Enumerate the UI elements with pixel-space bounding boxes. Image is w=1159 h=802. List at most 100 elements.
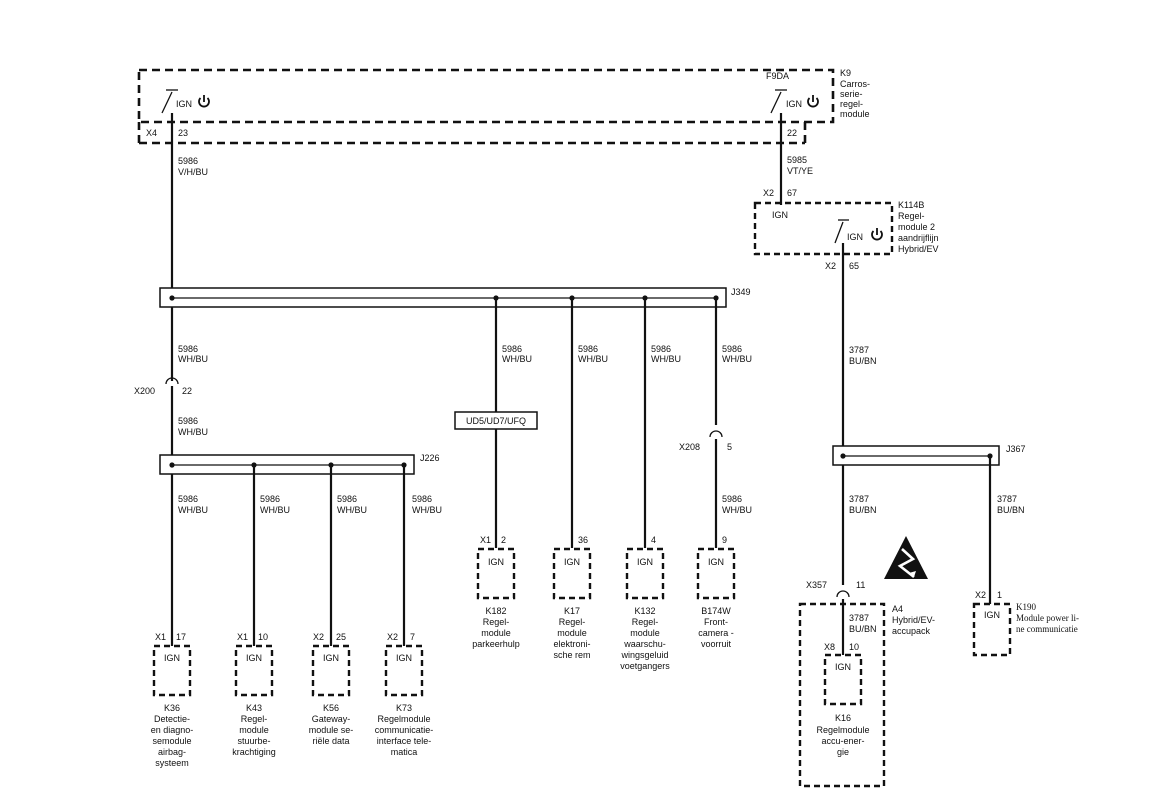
pin-label: 17 [176, 632, 186, 642]
module-name-line: voetgangers [620, 661, 670, 671]
module-k73: X2 7 IGN K73 Regelmodule communicatie- i… [375, 632, 434, 757]
wire-color: BU/BN [849, 624, 877, 634]
wire-number: 5986 [178, 344, 198, 354]
module-k9: K9 Carros- serie- regel- module IGN X4 2… [137, 68, 870, 145]
module-name-line: wingsgeluid [620, 650, 668, 660]
connector-label: X2 [975, 590, 986, 600]
module-id: K36 [164, 703, 180, 713]
option-code-box: UD5/UD7/UFQ [454, 411, 538, 430]
wire-number: 3787 [849, 345, 869, 355]
k114b-name-line: Hybrid/EV [898, 244, 939, 254]
connector-label: X8 [824, 642, 835, 652]
inline-connector-x357: X357 11 [806, 580, 865, 598]
module-name-line: gie [837, 747, 849, 757]
wire-color: WH/BU [578, 354, 608, 364]
wire-number: 5986 [722, 494, 742, 504]
k114b-name-line: Regel- [898, 211, 925, 221]
k9-right-ign-switch: F9DA IGN 22 [766, 71, 819, 143]
k114b-name-line: aandrijflijn [898, 233, 939, 243]
wire-number: 5986 [178, 494, 198, 504]
wire-color: V/H/BU [178, 167, 208, 177]
splice-j226: J226 [159, 453, 440, 475]
module-id: K16 [835, 713, 851, 723]
wire-number: 3787 [849, 613, 869, 623]
pin-label: 2 [501, 535, 506, 545]
module-k17: 36 IGN K17 Regel- module elektroni- sche… [552, 535, 592, 660]
inline-connector-x200: X200 22 [134, 376, 192, 396]
module-name-line: krachtiging [232, 747, 276, 757]
option-code-label: UD5/UD7/UFQ [466, 416, 526, 426]
pin-label: 4 [651, 535, 656, 545]
module-name-line: Regel- [241, 714, 268, 724]
connector-label: X208 [679, 442, 700, 452]
connector-label: X357 [806, 580, 827, 590]
wire-number: 5986 [578, 344, 598, 354]
connector-f9da: F9DA [766, 71, 789, 81]
k114b-id: K114B [898, 200, 924, 210]
ign-label: IGN [488, 557, 504, 567]
splice-label: J367 [1006, 444, 1026, 454]
module-name-line: Module power li- [1016, 613, 1079, 623]
module-id: K43 [246, 703, 262, 713]
power-icon [807, 95, 819, 108]
module-name-line: en diagno- [151, 725, 194, 735]
ign-label: IGN [164, 653, 180, 663]
connector-x2: X2 [825, 261, 836, 271]
module-k43: X1 10 IGN K43 Regel- module stuurbe- kra… [232, 632, 276, 757]
pin-label: 36 [578, 535, 588, 545]
pin-label: 9 [722, 535, 727, 545]
wire-number: 3787 [997, 494, 1017, 504]
wire-color: WH/BU [722, 354, 752, 364]
a4-name-line: accupack [892, 626, 931, 636]
module-id: K190 [1016, 602, 1036, 612]
module-name-line: stuurbe- [237, 736, 270, 746]
pin-label: 10 [258, 632, 268, 642]
module-k132: 4 IGN K132 Regel- module waarschu- wings… [620, 535, 670, 671]
inline-connector-x208: X208 5 [679, 430, 732, 452]
wire-number: 5986 [337, 494, 357, 504]
connector-x4: X4 [146, 128, 157, 138]
wire-color: WH/BU [178, 354, 208, 364]
wire-number: 5986 [651, 344, 671, 354]
a4-id: A4 [892, 604, 903, 614]
ign-label: IGN [246, 653, 262, 663]
wire-color: WH/BU [178, 427, 208, 437]
wire-color: VT/YE [787, 166, 813, 176]
pin-label: 7 [410, 632, 415, 642]
module-name-line: sche rem [553, 650, 590, 660]
wire-color: BU/BN [849, 505, 877, 515]
pin-label: 5 [727, 442, 732, 452]
splice-label: J349 [731, 287, 751, 297]
connector-label: X2 [313, 632, 324, 642]
splice-j367: J367 [832, 444, 1026, 466]
ign-label: IGN [984, 610, 1000, 620]
k9-name-line: serie- [840, 89, 863, 99]
module-id: K182 [485, 606, 506, 616]
splice-label: J226 [420, 453, 440, 463]
module-name-line: riële data [312, 736, 349, 746]
module-name-line: ne communicatie [1016, 624, 1078, 634]
wire-color: WH/BU [502, 354, 532, 364]
module-name-line: waarschu- [623, 639, 666, 649]
module-name-line: module [239, 725, 269, 735]
pin-65: 65 [849, 261, 859, 271]
module-k56: X2 25 IGN K56 Gateway- module se- riële … [309, 632, 354, 746]
module-b174w: 9 IGN B174W Front- camera - voorruit [696, 535, 736, 649]
wire-number: 5986 [502, 344, 522, 354]
power-icon [198, 95, 210, 108]
pin-label: 25 [336, 632, 346, 642]
k9-left-ign-switch: IGN X4 23 [146, 89, 210, 143]
wire-number: 5985 [787, 155, 807, 165]
wire-color: WH/BU [260, 505, 290, 515]
module-name-line: Regel- [632, 617, 659, 627]
module-name-line: accu-ener- [821, 736, 864, 746]
wire-number: 5986 [412, 494, 432, 504]
module-name-line: module [630, 628, 660, 638]
module-k36: X1 17 IGN K36 Detectie- en diagno- semod… [151, 632, 194, 768]
splice-j349: J349 [159, 287, 751, 308]
module-name-line: matica [391, 747, 418, 757]
module-name-line: Regelmodule [377, 714, 430, 724]
power-icon [871, 228, 883, 241]
connector-label: X1 [480, 535, 491, 545]
